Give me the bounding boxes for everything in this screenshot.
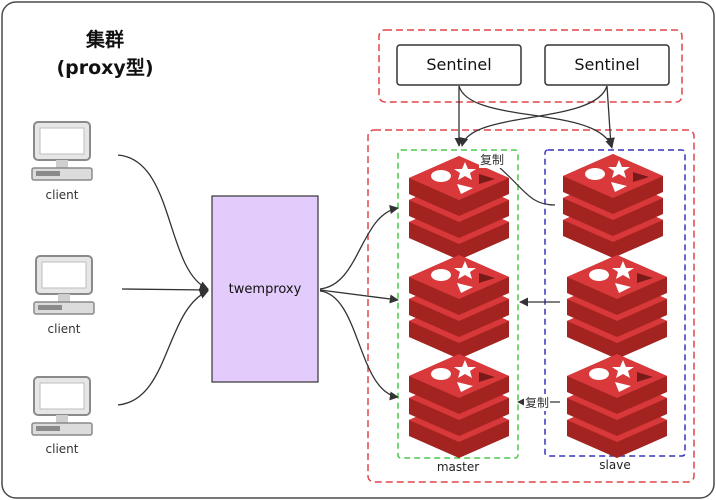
redis-slave-1-icon <box>563 154 663 258</box>
client-monitor-icon-2 <box>33 255 95 315</box>
twemproxy-label: twemproxy <box>228 282 302 297</box>
arrow-sentinel1-slave <box>458 85 615 149</box>
sentinel-box-1 <box>396 44 522 86</box>
replication-label-1: 复制 <box>479 151 506 168</box>
replication-label-2: 复制 <box>524 394 551 411</box>
arrow-proxy-master1 <box>319 205 399 290</box>
client-label-2: client <box>47 322 81 336</box>
cluster-container <box>367 129 695 483</box>
title-line-2: (proxy型) <box>56 57 154 79</box>
client-monitor-icon-3 <box>31 376 93 436</box>
sentinel-label-1: Sentinel <box>426 55 492 74</box>
master-group-label: master <box>436 460 480 474</box>
sentinel-container <box>378 29 683 103</box>
arrow-proxy-master3 <box>319 290 399 401</box>
redis-master-2-icon <box>409 255 509 359</box>
arrow-sentinel2-slave <box>605 85 615 147</box>
client-label-1: client <box>45 188 79 202</box>
arrow-client3-proxy <box>117 290 209 406</box>
slave-group-label: slave <box>599 458 631 472</box>
redis-slave-3-icon <box>567 354 667 458</box>
sentinel-label-2: Sentinel <box>574 55 640 74</box>
client-label-3: client <box>45 442 79 456</box>
twemproxy-box <box>211 195 319 383</box>
arrow-proxy-master2 <box>319 289 399 304</box>
redis-master-1-icon <box>409 156 509 260</box>
replication-line-1 <box>499 167 556 206</box>
redis-master-3-icon <box>409 354 509 458</box>
arrow-client1-proxy <box>117 154 209 290</box>
title-line-1: 集群 <box>85 29 124 51</box>
redis-slave-2-icon <box>567 255 667 359</box>
arrow-sentinel2-master <box>459 85 608 147</box>
sentinel-box-2 <box>544 44 670 86</box>
arrow-client2-proxy <box>121 285 209 295</box>
diagram-title: 集群 (proxy型) <box>30 26 180 82</box>
client-monitor-icon-1 <box>31 121 93 181</box>
master-group-box <box>397 149 519 459</box>
